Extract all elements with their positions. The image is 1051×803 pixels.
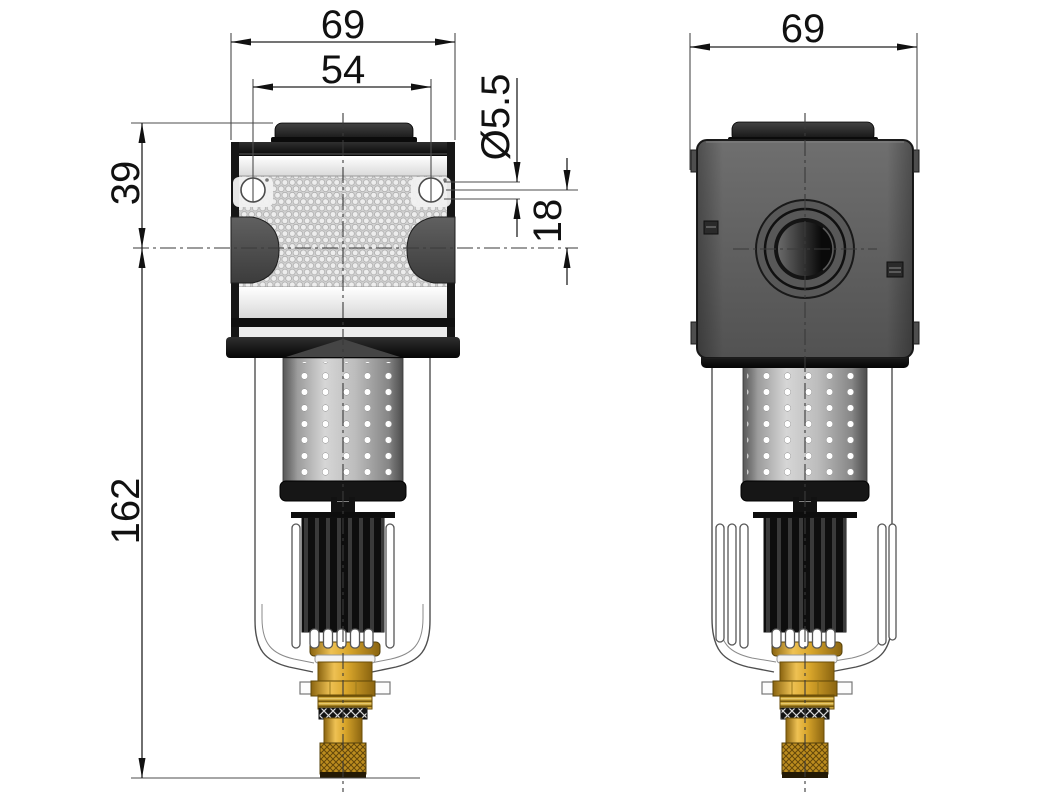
- arrow-bottom: [138, 758, 146, 778]
- arrow-top: [138, 248, 146, 268]
- dim-hole-spacing: 54: [252, 48, 432, 202]
- front-centerlines: [133, 113, 578, 792]
- dim-hole-axis-offset: 18: [446, 158, 578, 285]
- bowl-inner-wall-right: [370, 604, 424, 664]
- dim-hole-diameter: Ø5.5: [444, 74, 521, 237]
- baffle-feet-loops: [771, 628, 836, 649]
- baffle-pin-right: [811, 497, 817, 504]
- arrow-bottom: [563, 248, 571, 268]
- dim-label-hole-spacing: 54: [321, 48, 366, 92]
- hex-facets: [329, 681, 357, 696]
- dim-axis-to-bottom: 162: [104, 248, 420, 779]
- pad-speck-left: [265, 178, 269, 182]
- arrow-top: [513, 162, 521, 182]
- drain-body: [317, 661, 373, 684]
- dim-label-side-width: 69: [781, 7, 826, 51]
- front-bowl: [254, 358, 431, 673]
- top-cap-lip: [271, 137, 417, 143]
- dim-top-to-axis: 39: [104, 122, 273, 248]
- dim-label-hole-axis-offset: 18: [526, 199, 570, 244]
- body-white-band-1: [239, 156, 447, 176]
- latch-right-lines: [889, 267, 901, 273]
- arrow-left: [231, 38, 251, 46]
- extension-lines: [230, 33, 456, 140]
- port-profile-left: [230, 216, 280, 284]
- extension-lines: [689, 33, 918, 170]
- hex-facets: [791, 681, 819, 696]
- drain-body: [779, 661, 835, 684]
- drain-thread: [317, 694, 373, 710]
- arrow-top: [563, 170, 571, 190]
- dim-label-top-to-axis: 39: [104, 161, 148, 206]
- pad-speck-right: [443, 178, 447, 182]
- arrow-bottom: [513, 199, 521, 219]
- latch-right: [886, 261, 904, 278]
- flange-cone: [286, 339, 400, 357]
- arrow-top: [138, 123, 146, 143]
- dim-side-overall-width: 69: [689, 7, 918, 170]
- baffle-top-disc: [753, 512, 857, 518]
- dim-label-front-width: 69: [321, 3, 366, 47]
- baffle-stem: [793, 502, 817, 513]
- front-view: [133, 113, 578, 792]
- arrow-right: [435, 38, 455, 46]
- bowl-outline-right: [371, 358, 431, 673]
- baffle-feet-loops: [309, 628, 374, 649]
- guard-rib-right: [385, 523, 395, 649]
- arrow-bottom: [138, 228, 146, 248]
- arrow-left: [690, 43, 710, 51]
- dim-label-axis-to-bottom: 162: [104, 478, 148, 545]
- bowl-outline-left: [254, 358, 314, 673]
- guard-ribs-left: [715, 523, 749, 649]
- baffle-top-disc: [291, 512, 395, 518]
- baffle-stem: [331, 502, 355, 513]
- baffle-pin-right: [349, 497, 355, 504]
- leader-lines: [444, 181, 520, 200]
- dimensions: 69 54 39 162 Ø5.5: [104, 3, 918, 779]
- arrow-left: [253, 83, 273, 91]
- bowl-outline-left: [711, 368, 775, 673]
- dim-front-overall-width: 69: [230, 3, 456, 140]
- port-profile-right: [406, 216, 456, 284]
- baffle-pin-left: [793, 497, 799, 504]
- guard-ribs-right: [877, 523, 897, 646]
- arrow-right: [411, 83, 431, 91]
- port-highlight: [822, 227, 834, 271]
- side-view: [690, 113, 920, 792]
- side-baffle: [715, 497, 897, 649]
- drain-thread: [779, 694, 835, 710]
- dim-label-hole-diameter: Ø5.5: [474, 74, 518, 161]
- bowl-inner-wall-left: [261, 604, 315, 664]
- baffle-pin-left: [331, 497, 337, 504]
- extension-lines: [252, 79, 432, 202]
- arrow-right: [897, 43, 917, 51]
- side-centerlines: [733, 113, 877, 792]
- guard-rib-left: [291, 523, 301, 649]
